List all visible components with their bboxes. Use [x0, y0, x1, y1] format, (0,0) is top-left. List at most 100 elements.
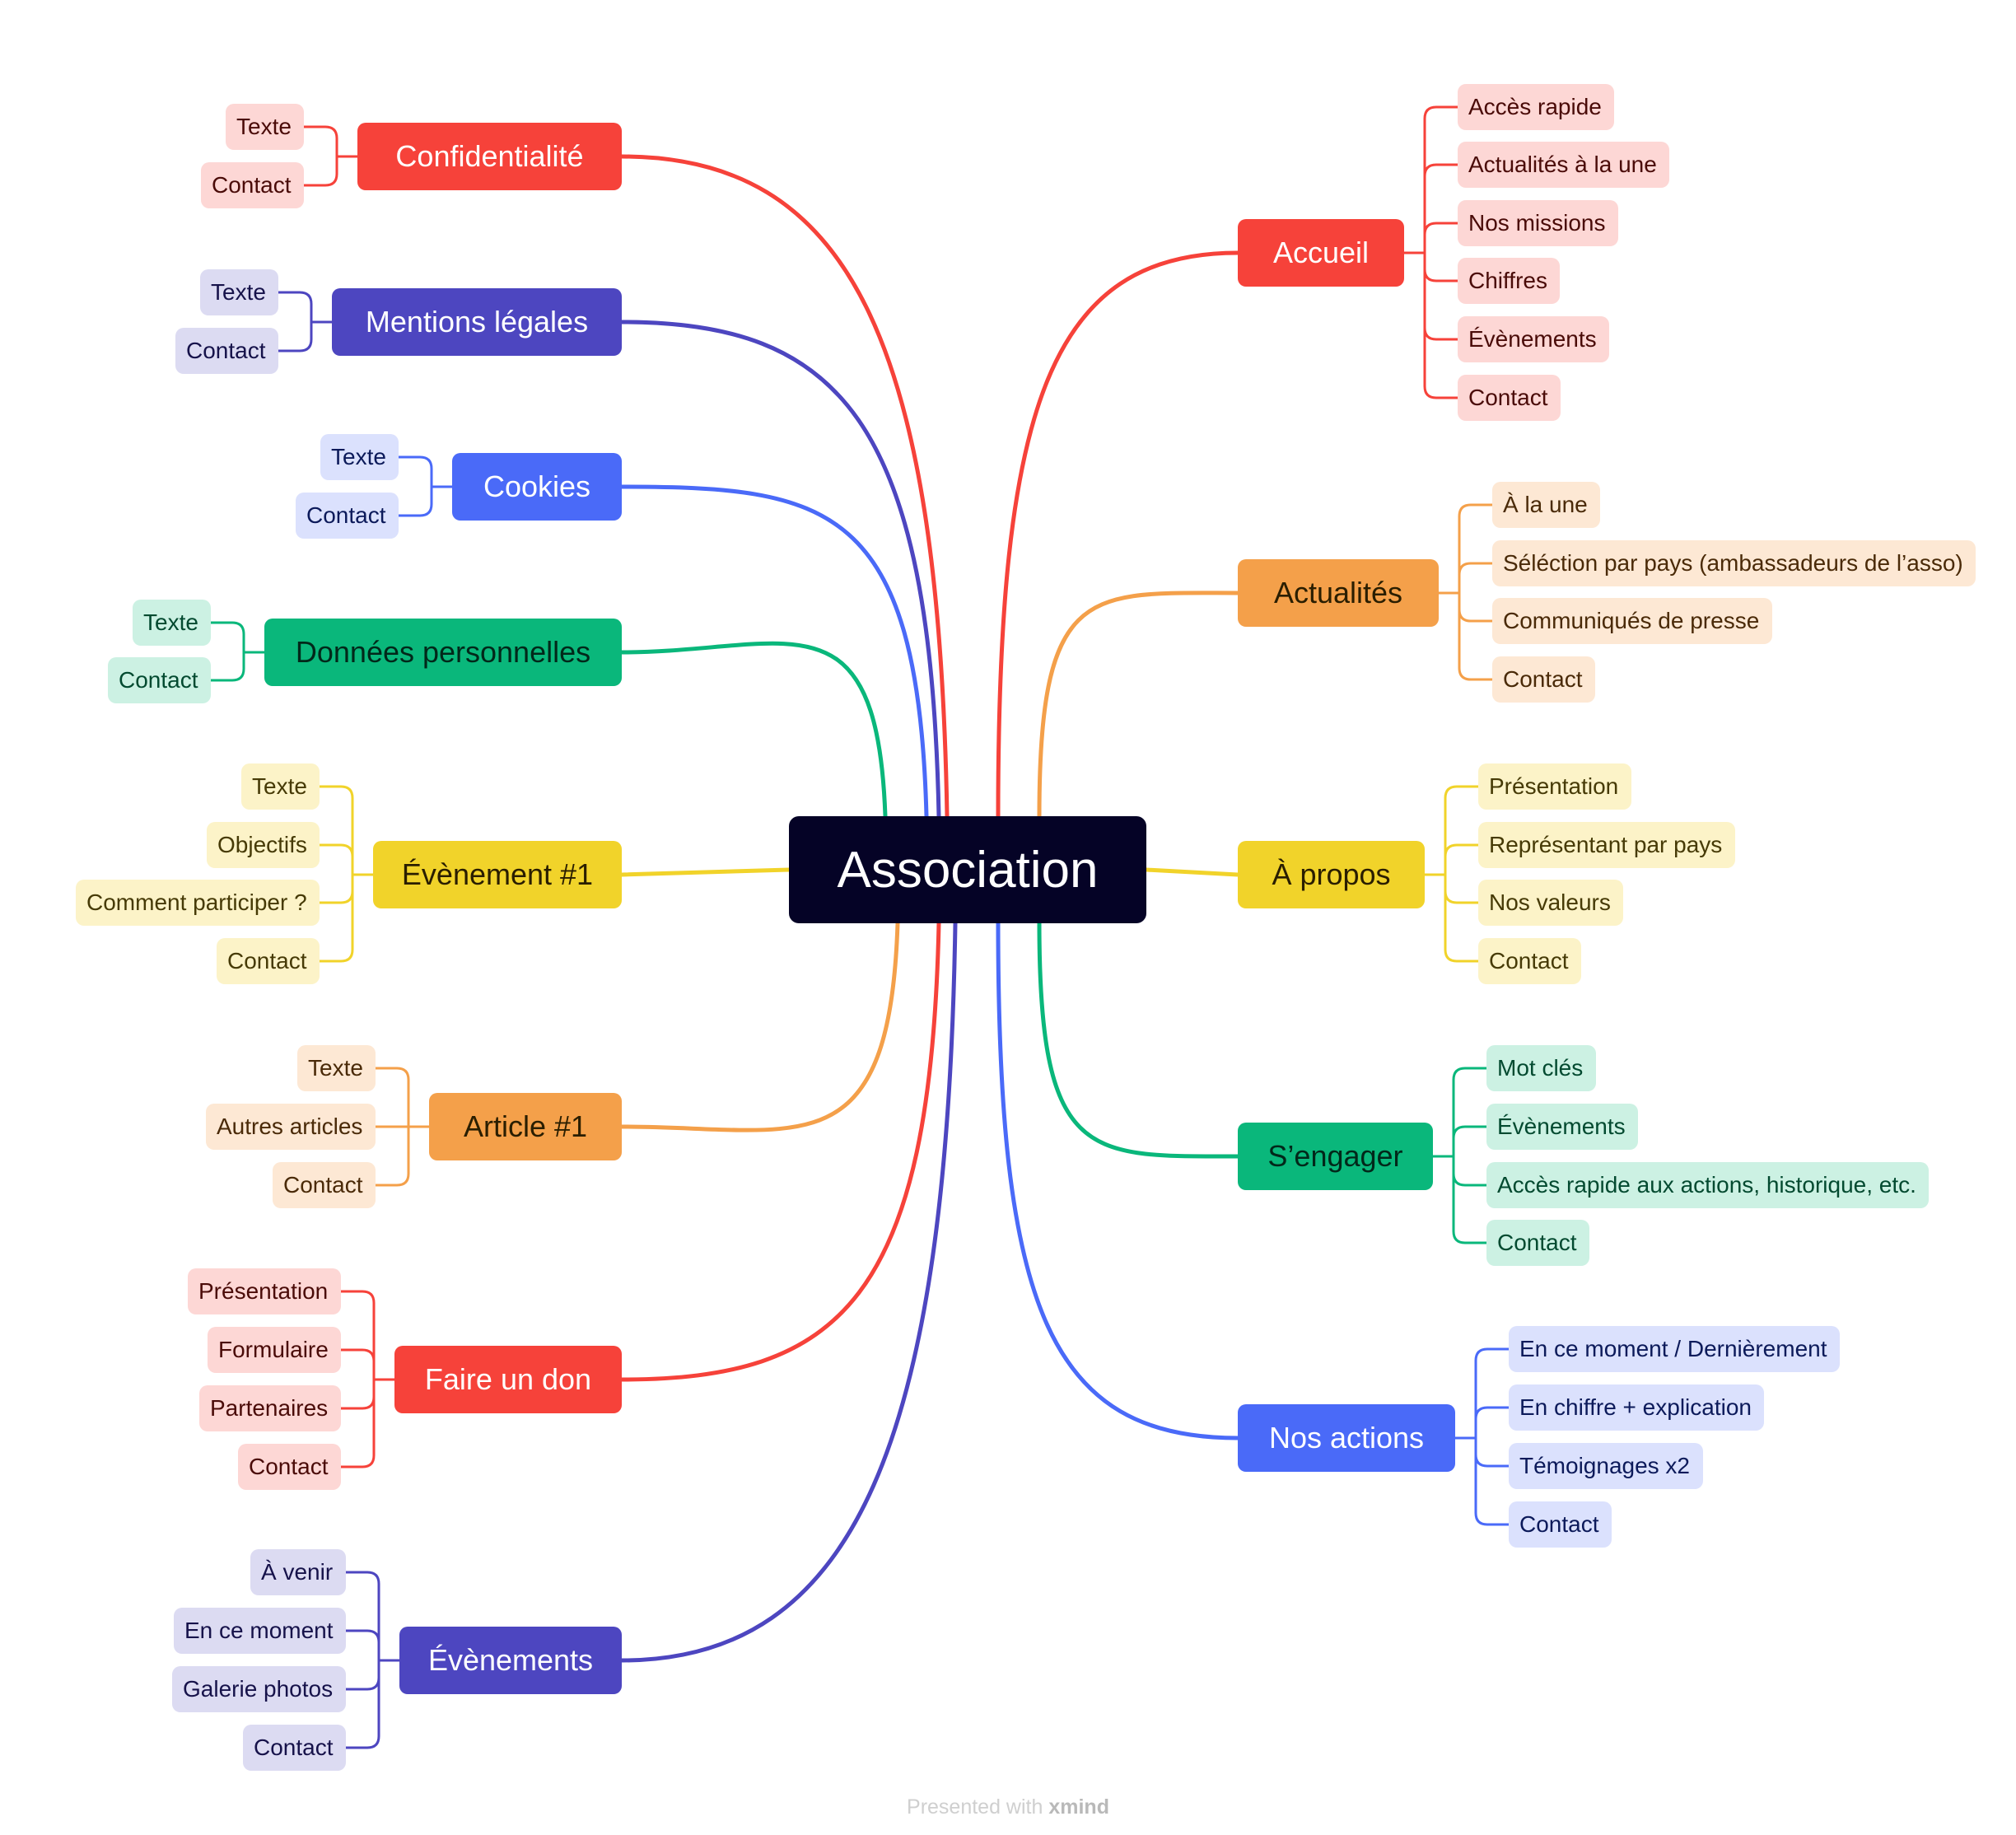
leaf-accueil-1[interactable]: Actualités à la une — [1458, 142, 1669, 188]
leaf-connector-a-propos-2 — [1423, 873, 1480, 904]
leaf-connector-cookies-1 — [397, 485, 454, 517]
leaf-connector-evenements-2 — [344, 1659, 401, 1691]
branch-faire-un-don[interactable]: Faire un don — [394, 1346, 622, 1413]
leaf-connector-faire-un-don-0 — [339, 1290, 396, 1381]
leaf-connector-nos-actions-0 — [1454, 1347, 1510, 1440]
leaf-sengager-0[interactable]: Mot clés — [1486, 1045, 1596, 1091]
branch-donnees[interactable]: Données personnelles — [264, 619, 622, 686]
leaf-connector-evenements-3 — [344, 1659, 401, 1749]
leaf-connector-faire-un-don-3 — [339, 1378, 396, 1468]
connector-accueil — [996, 250, 1240, 819]
leaf-nos-actions-1[interactable]: En chiffre + explication — [1509, 1384, 1764, 1431]
leaf-connector-accueil-0 — [1402, 105, 1459, 254]
leaf-faire-un-don-0[interactable]: Présentation — [188, 1268, 341, 1314]
leaf-sengager-1[interactable]: Évènements — [1486, 1104, 1638, 1150]
leaf-actualites-0[interactable]: À la une — [1492, 482, 1600, 528]
leaf-evenement-1-0[interactable]: Texte — [241, 763, 320, 810]
leaf-faire-un-don-3[interactable]: Contact — [238, 1444, 341, 1490]
leaf-evenements-3[interactable]: Contact — [243, 1725, 346, 1771]
branch-accueil[interactable]: Accueil — [1238, 219, 1404, 287]
branch-evenement-1[interactable]: Évènement #1 — [373, 841, 622, 908]
leaf-actualites-1[interactable]: Séléction par pays (ambassadeurs de l’as… — [1492, 540, 1976, 586]
leaf-connector-accueil-4 — [1402, 251, 1459, 341]
leaf-accueil-4[interactable]: Évènements — [1458, 316, 1609, 362]
leaf-connector-a-propos-1 — [1423, 843, 1480, 876]
leaf-connector-donnees-0 — [209, 621, 266, 654]
leaf-article-1-0[interactable]: Texte — [297, 1045, 376, 1091]
leaf-connector-faire-un-don-1 — [339, 1348, 396, 1381]
leaf-actualites-3[interactable]: Contact — [1492, 656, 1595, 703]
leaf-mentions-1[interactable]: Contact — [175, 328, 278, 374]
leaf-connector-evenement-1-2 — [318, 873, 375, 904]
leaf-confidentialite-0[interactable]: Texte — [226, 104, 304, 150]
connector-confidentialite — [619, 154, 950, 819]
leaf-connector-cookies-0 — [397, 455, 454, 488]
branch-sengager[interactable]: S’engager — [1238, 1123, 1433, 1190]
branch-actualites[interactable]: Actualités — [1238, 559, 1439, 627]
leaf-evenement-1-3[interactable]: Contact — [217, 938, 320, 984]
leaf-sengager-3[interactable]: Contact — [1486, 1220, 1589, 1266]
leaf-connector-article-1-2 — [374, 1125, 431, 1187]
leaf-evenements-1[interactable]: En ce moment — [174, 1608, 346, 1654]
leaf-accueil-0[interactable]: Accès rapide — [1458, 84, 1614, 130]
leaf-article-1-2[interactable]: Contact — [273, 1162, 376, 1208]
leaf-evenement-1-1[interactable]: Objectifs — [207, 822, 320, 868]
branch-nos-actions[interactable]: Nos actions — [1238, 1404, 1455, 1472]
leaf-connector-sengager-1 — [1431, 1125, 1488, 1158]
leaf-connector-accueil-3 — [1402, 251, 1459, 282]
connector-nos-actions — [996, 921, 1240, 1440]
leaf-connector-mentions-0 — [277, 291, 334, 324]
leaf-connector-actualites-0 — [1437, 503, 1494, 595]
branch-evenements[interactable]: Évènements — [399, 1627, 622, 1694]
connector-a-propos — [1144, 867, 1240, 877]
leaf-connector-donnees-1 — [209, 651, 266, 682]
connector-article-1 — [619, 921, 900, 1132]
connector-actualites — [1037, 591, 1240, 819]
leaf-accueil-3[interactable]: Chiffres — [1458, 258, 1560, 304]
connector-evenement-1 — [619, 867, 791, 877]
leaf-a-propos-3[interactable]: Contact — [1478, 938, 1581, 984]
leaf-connector-confidentialite-0 — [302, 125, 359, 158]
leaf-connector-accueil-5 — [1402, 251, 1459, 399]
leaf-connector-mentions-1 — [277, 320, 334, 353]
leaf-article-1-1[interactable]: Autres articles — [206, 1104, 376, 1150]
leaf-cookies-1[interactable]: Contact — [296, 493, 399, 539]
leaf-a-propos-2[interactable]: Nos valeurs — [1478, 880, 1623, 926]
branch-article-1[interactable]: Article #1 — [429, 1093, 622, 1160]
footer-credit: Presented with xmind — [0, 1795, 2016, 1819]
branch-cookies[interactable]: Cookies — [452, 453, 622, 521]
leaf-nos-actions-0[interactable]: En ce moment / Dernièrement — [1509, 1326, 1840, 1372]
leaf-connector-actualites-1 — [1437, 562, 1494, 595]
connector-sengager — [1037, 921, 1240, 1159]
leaf-nos-actions-3[interactable]: Contact — [1509, 1501, 1612, 1548]
leaf-actualites-2[interactable]: Communiqués de presse — [1492, 598, 1772, 644]
leaf-faire-un-don-2[interactable]: Partenaires — [199, 1385, 341, 1431]
branch-confidentialite[interactable]: Confidentialité — [357, 123, 622, 190]
branch-a-propos[interactable]: À propos — [1238, 841, 1425, 908]
central-topic[interactable]: Association — [789, 816, 1146, 923]
leaf-sengager-2[interactable]: Accès rapide aux actions, historique, et… — [1486, 1162, 1929, 1208]
leaf-accueil-2[interactable]: Nos missions — [1458, 200, 1618, 246]
leaf-accueil-5[interactable]: Contact — [1458, 375, 1561, 421]
leaf-evenements-2[interactable]: Galerie photos — [172, 1666, 346, 1712]
leaf-connector-evenement-1-1 — [318, 843, 375, 876]
leaf-confidentialite-1[interactable]: Contact — [201, 162, 304, 208]
leaf-cookies-0[interactable]: Texte — [320, 434, 399, 480]
leaf-nos-actions-2[interactable]: Témoignages x2 — [1509, 1443, 1703, 1489]
leaf-mentions-0[interactable]: Texte — [200, 269, 278, 315]
leaf-connector-a-propos-0 — [1423, 785, 1480, 876]
leaf-connector-evenement-1-3 — [318, 873, 375, 963]
leaf-donnees-0[interactable]: Texte — [133, 600, 211, 646]
leaf-connector-nos-actions-1 — [1454, 1406, 1510, 1440]
branch-mentions[interactable]: Mentions légales — [332, 288, 622, 356]
leaf-connector-sengager-0 — [1431, 1067, 1488, 1158]
leaf-a-propos-0[interactable]: Présentation — [1478, 763, 1631, 810]
leaf-connector-faire-un-don-2 — [339, 1378, 396, 1410]
connector-cookies — [619, 484, 929, 819]
leaf-donnees-1[interactable]: Contact — [108, 657, 211, 703]
leaf-a-propos-1[interactable]: Représentant par pays — [1478, 822, 1735, 868]
leaf-faire-un-don-1[interactable]: Formulaire — [208, 1327, 341, 1373]
leaf-evenement-1-2[interactable]: Comment participer ? — [76, 880, 320, 926]
leaf-evenements-0[interactable]: À venir — [250, 1549, 346, 1595]
